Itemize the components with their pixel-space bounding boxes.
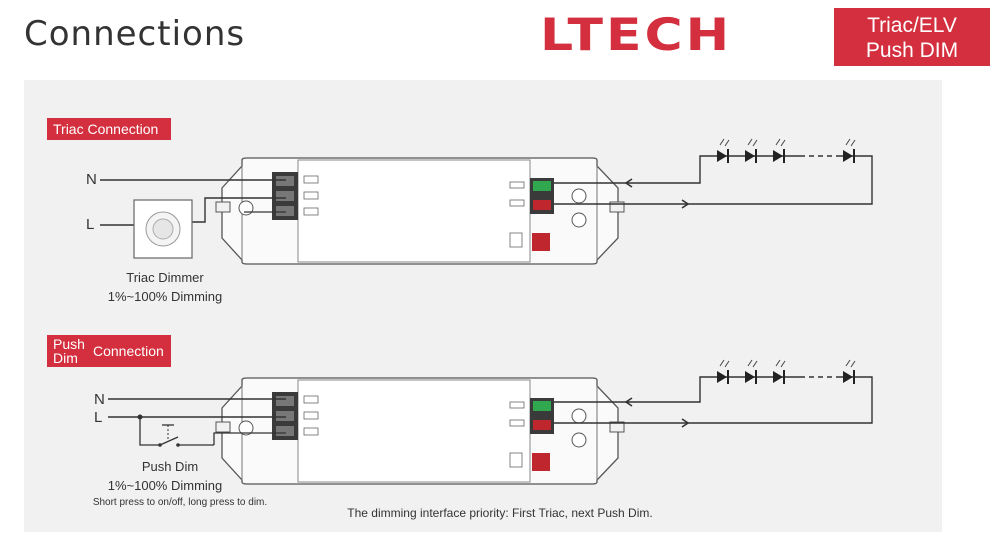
- triac-connection-tag: Triac Connection: [47, 118, 171, 140]
- led-5: [716, 359, 730, 385]
- push-dim-note: Short press to on/off, long press to dim…: [92, 497, 268, 508]
- push-switch: [139, 417, 286, 447]
- terminal-n-label: N: [86, 171, 97, 188]
- push-dim-tag-line2: Dim: [53, 350, 78, 366]
- triac-diagram: [100, 138, 873, 265]
- push-dim-tag-text: Push Dim: [53, 337, 89, 365]
- terminal-l-label-2: L: [94, 409, 103, 426]
- push-dim-tag-word: Connection: [93, 343, 164, 359]
- led-7: [772, 359, 786, 385]
- priority-note: The dimming interface priority: First Tr…: [347, 506, 653, 520]
- led-2: [744, 138, 758, 164]
- triac-dimmer-name: Triac Dimmer: [126, 270, 204, 285]
- wire-dimmer-out: [190, 197, 286, 223]
- led-8: [842, 359, 856, 385]
- led-3: [772, 138, 786, 164]
- brand-logo: LTECH: [540, 10, 733, 61]
- triac-dimmer-range: 1%~100% Dimming: [107, 289, 223, 304]
- triac-dimmer: [133, 199, 193, 259]
- push-dim-tag-line1: Push: [53, 336, 85, 352]
- driver-unit-2: [215, 377, 625, 485]
- push-dim-diagram: [108, 359, 873, 485]
- terminal-l-label: L: [86, 216, 95, 233]
- led-6: [744, 359, 758, 385]
- push-dim-range: 1%~100% Dimming: [107, 478, 223, 493]
- terminal-n-label-2: N: [94, 391, 105, 408]
- push-dim-connection-tag: Push Dim Connection: [47, 335, 171, 367]
- badge-line-1: Triac/ELV: [867, 14, 957, 37]
- led-4: [842, 138, 856, 164]
- product-badge: Triac/ELV Push DIM: [834, 8, 990, 66]
- driver-unit-1: [215, 157, 625, 265]
- badge-line-2: Push DIM: [865, 39, 959, 62]
- led-1: [716, 138, 730, 164]
- page-title: Connections: [24, 14, 246, 54]
- push-dim-name: Push Dim: [141, 459, 199, 474]
